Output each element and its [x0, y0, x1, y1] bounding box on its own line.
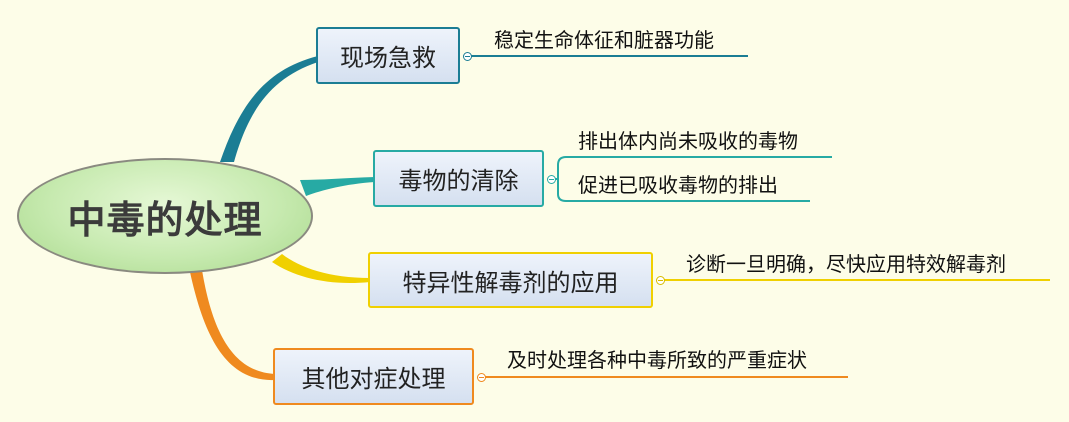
collapse-toggle-icon[interactable] [463, 52, 472, 61]
subtopic-remove-unabsorbed[interactable]: 排出体内尚未吸收的毒物 [578, 129, 798, 153]
collapse-toggle-icon[interactable] [547, 175, 556, 184]
branch-connector-4 [190, 270, 275, 381]
topic-label: 毒物的清除 [398, 167, 519, 195]
topic-poison-removal[interactable]: 毒物的清除 [373, 150, 544, 207]
subtopic-treat-symptoms[interactable]: 及时处理各种中毒所致的严重症状 [507, 348, 807, 372]
leaf-connector-3 [557, 179, 810, 202]
topic-symptomatic-treatment[interactable]: 其他对症处理 [273, 348, 474, 405]
leaf-connector-2 [552, 156, 832, 180]
branch-connector-2 [300, 177, 375, 196]
topic-specific-antidote[interactable]: 特异性解毒剂的应用 [368, 252, 653, 308]
subtopic-apply-antidote[interactable]: 诊断一旦明确，尽快应用特效解毒剂 [686, 252, 1006, 276]
collapse-toggle-icon[interactable] [477, 373, 486, 382]
central-topic-shape [17, 158, 313, 274]
topic-label: 其他对症处理 [301, 365, 446, 393]
subtopic-stabilize-vitals[interactable]: 稳定生命体征和脏器功能 [494, 28, 714, 52]
collapse-toggle-icon[interactable] [656, 276, 665, 285]
branch-connector-1 [220, 56, 318, 162]
topic-label: 特异性解毒剂的应用 [402, 268, 619, 297]
topic-on-site-first-aid[interactable]: 现场急救 [316, 27, 460, 84]
central-topic[interactable]: 中毒的处理 [17, 158, 313, 274]
central-topic-label: 中毒的处理 [67, 197, 263, 242]
branch-connector-3 [272, 254, 370, 284]
subtopic-promote-excretion[interactable]: 促进已吸收毒物的排出 [578, 173, 778, 197]
topic-label: 现场急救 [340, 44, 436, 72]
